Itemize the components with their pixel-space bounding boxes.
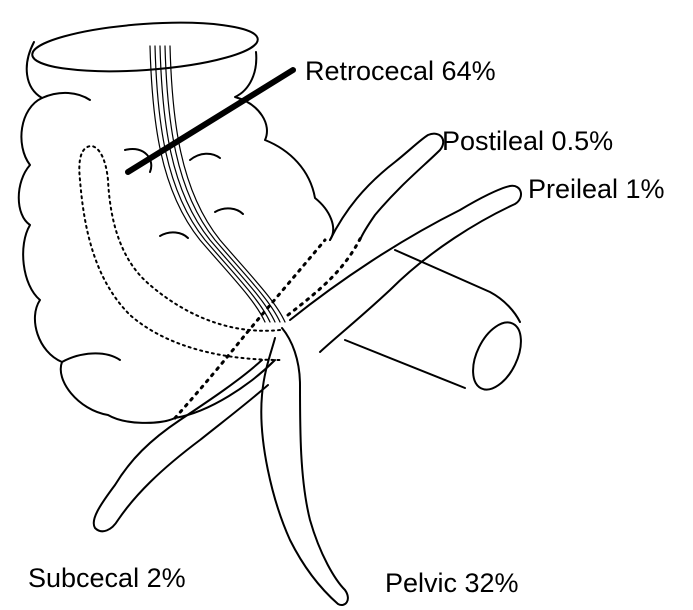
- retrocecal-appendix: [79, 146, 280, 360]
- pelvic-appendix: [261, 328, 348, 605]
- label-retrocecal: Retrocecal 64%: [305, 58, 496, 85]
- retrocecal-marker: [128, 70, 293, 172]
- subcecal-appendix: [94, 360, 268, 531]
- label-postileal: Postileal 0.5%: [442, 128, 613, 155]
- postileal-appendix: [330, 134, 443, 240]
- label-subcecal: Subcecal 2%: [28, 565, 186, 592]
- ileum: [345, 250, 531, 397]
- label-preileal: Preileal 1%: [528, 176, 665, 203]
- preileal-appendix: [290, 186, 521, 352]
- label-pelvic: Pelvic 32%: [385, 570, 519, 597]
- hidden-appendix-paths: [175, 235, 362, 418]
